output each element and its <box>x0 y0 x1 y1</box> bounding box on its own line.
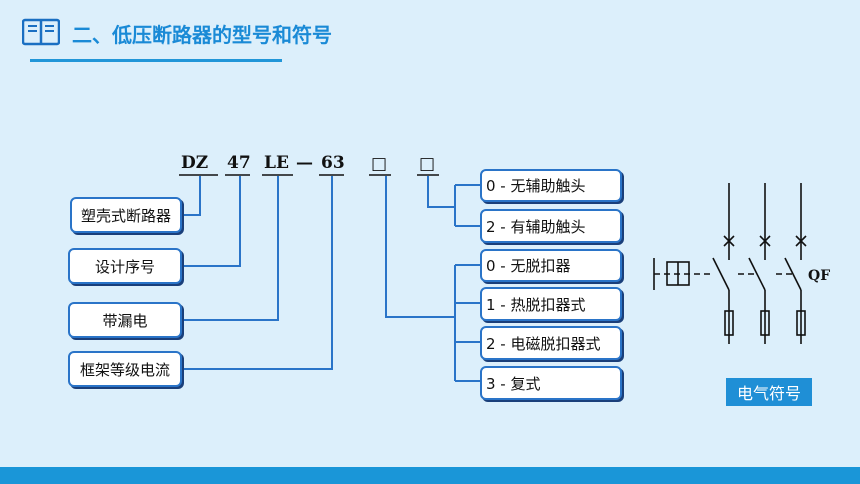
footer-bar <box>0 467 860 484</box>
model-square-2: □ <box>419 154 435 174</box>
qf-label: QF <box>808 268 830 284</box>
breaker-symbol <box>653 183 807 344</box>
model-le: LE <box>264 153 289 173</box>
label-design-number: 设计序号 <box>68 248 182 284</box>
label-leakage: 带漏电 <box>68 302 182 338</box>
model-current: 63 <box>321 153 345 173</box>
option-no-release: 0 - 无脱扣器 <box>480 249 622 282</box>
option-compound-release: 3 - 复式 <box>480 366 622 400</box>
model-dz: DZ <box>181 153 208 173</box>
model-dash: — <box>296 153 313 173</box>
label-frame-current: 框架等级电流 <box>68 351 182 387</box>
model-number: 47 <box>227 153 251 173</box>
label-molded-case: 塑壳式断路器 <box>70 197 182 233</box>
option-no-aux-contact: 0 - 无辅助触头 <box>480 169 622 202</box>
book-icon <box>22 18 60 46</box>
symbol-caption: 电气符号 <box>726 378 812 406</box>
option-aux-contact: 2 - 有辅助触头 <box>480 209 622 243</box>
option-thermal-release: 1 - 热脱扣器式 <box>480 287 622 321</box>
option-magnetic-release: 2 - 电磁脱扣器式 <box>480 326 622 360</box>
page-title: 二、低压断路器的型号和符号 <box>72 23 332 47</box>
connector-lines <box>182 176 480 382</box>
title-underline <box>30 59 282 62</box>
model-square-1: □ <box>371 154 387 174</box>
